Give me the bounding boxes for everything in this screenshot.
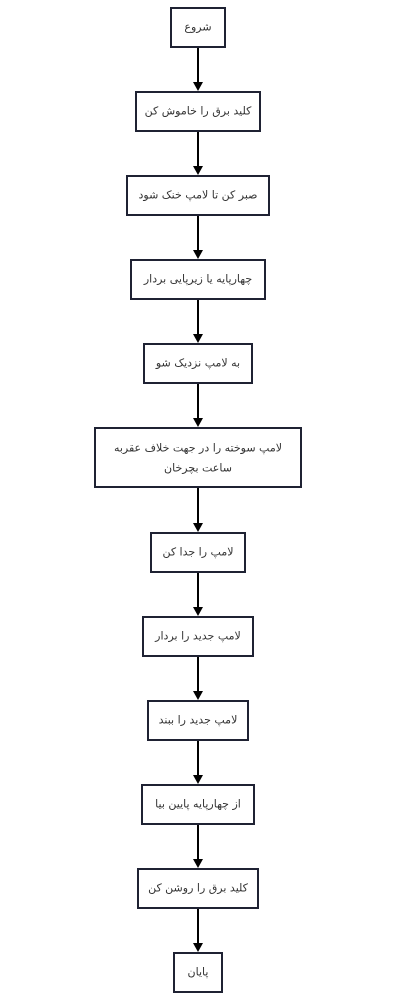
edge-arrow [193,383,203,427]
node-label: کلید برق را روشن کن [148,882,249,895]
node-approach: به لامپ نزدیک شو [143,343,253,384]
arrow-head-icon [193,166,203,175]
node-box [142,616,254,657]
flowchart-edges [193,47,203,952]
node-label: کلید برق را خاموش کن [145,105,253,118]
node-label: لامپ جدید را بردار [154,630,241,643]
node-box [173,952,223,993]
edge-arrow [193,131,203,175]
node-box [150,532,246,573]
edge-arrow [193,908,203,952]
edge-arrow [193,299,203,343]
arrow-head-icon [193,418,203,427]
node-label: پایان [188,966,209,979]
node-box [126,175,270,216]
edge-arrow [193,572,203,616]
node-box [137,868,259,909]
node-label: شروع [184,21,211,34]
node-box [147,700,249,741]
node-box [130,259,266,300]
edge-arrow [193,656,203,700]
flowchart-nodes: شروع کلید برق را خاموش کن صبر کن تا لامپ خ… [94,7,302,993]
node-box [143,343,253,384]
arrow-head-icon [193,250,203,259]
arrow-head-icon [193,607,203,616]
node-label: لامپ را جدا کن [162,546,233,559]
arrow-head-icon [193,82,203,91]
node-box [94,427,302,488]
node-label: به لامپ نزدیک شو [155,357,240,370]
node-label: صبر کن تا لامپ خنک شود [139,189,258,202]
node-pick-new: لامپ جدید را بردار [142,616,254,657]
node-start: شروع [170,7,226,48]
node-label: لامپ جدید را ببند [159,714,238,727]
node-label: چهارپایه یا زیرپایی بردار [143,273,252,286]
node-remove: لامپ را جدا کن [150,532,246,573]
edge-arrow [193,47,203,91]
node-box [141,784,255,825]
edge-arrow [193,215,203,259]
edge-arrow [193,740,203,784]
node-get-ladder: چهارپایه یا زیرپایی بردار [130,259,266,300]
node-end: پایان [173,952,223,993]
arrow-head-icon [193,523,203,532]
node-box [135,91,261,132]
node-power-on: کلید برق را روشن کن [137,868,259,909]
node-install: لامپ جدید را ببند [147,700,249,741]
arrow-head-icon [193,334,203,343]
node-wait-cool: صبر کن تا لامپ خنک شود [126,175,270,216]
arrow-head-icon [193,775,203,784]
node-label: از چهارپایه پایین بیا [155,798,241,811]
arrow-head-icon [193,943,203,952]
node-descend: از چهارپایه پایین بیا [141,784,255,825]
node-power-off: کلید برق را خاموش کن [135,91,261,132]
node-box [170,7,226,48]
edge-arrow [193,824,203,868]
arrow-head-icon [193,859,203,868]
arrow-head-icon [193,691,203,700]
edge-arrow [193,487,203,532]
